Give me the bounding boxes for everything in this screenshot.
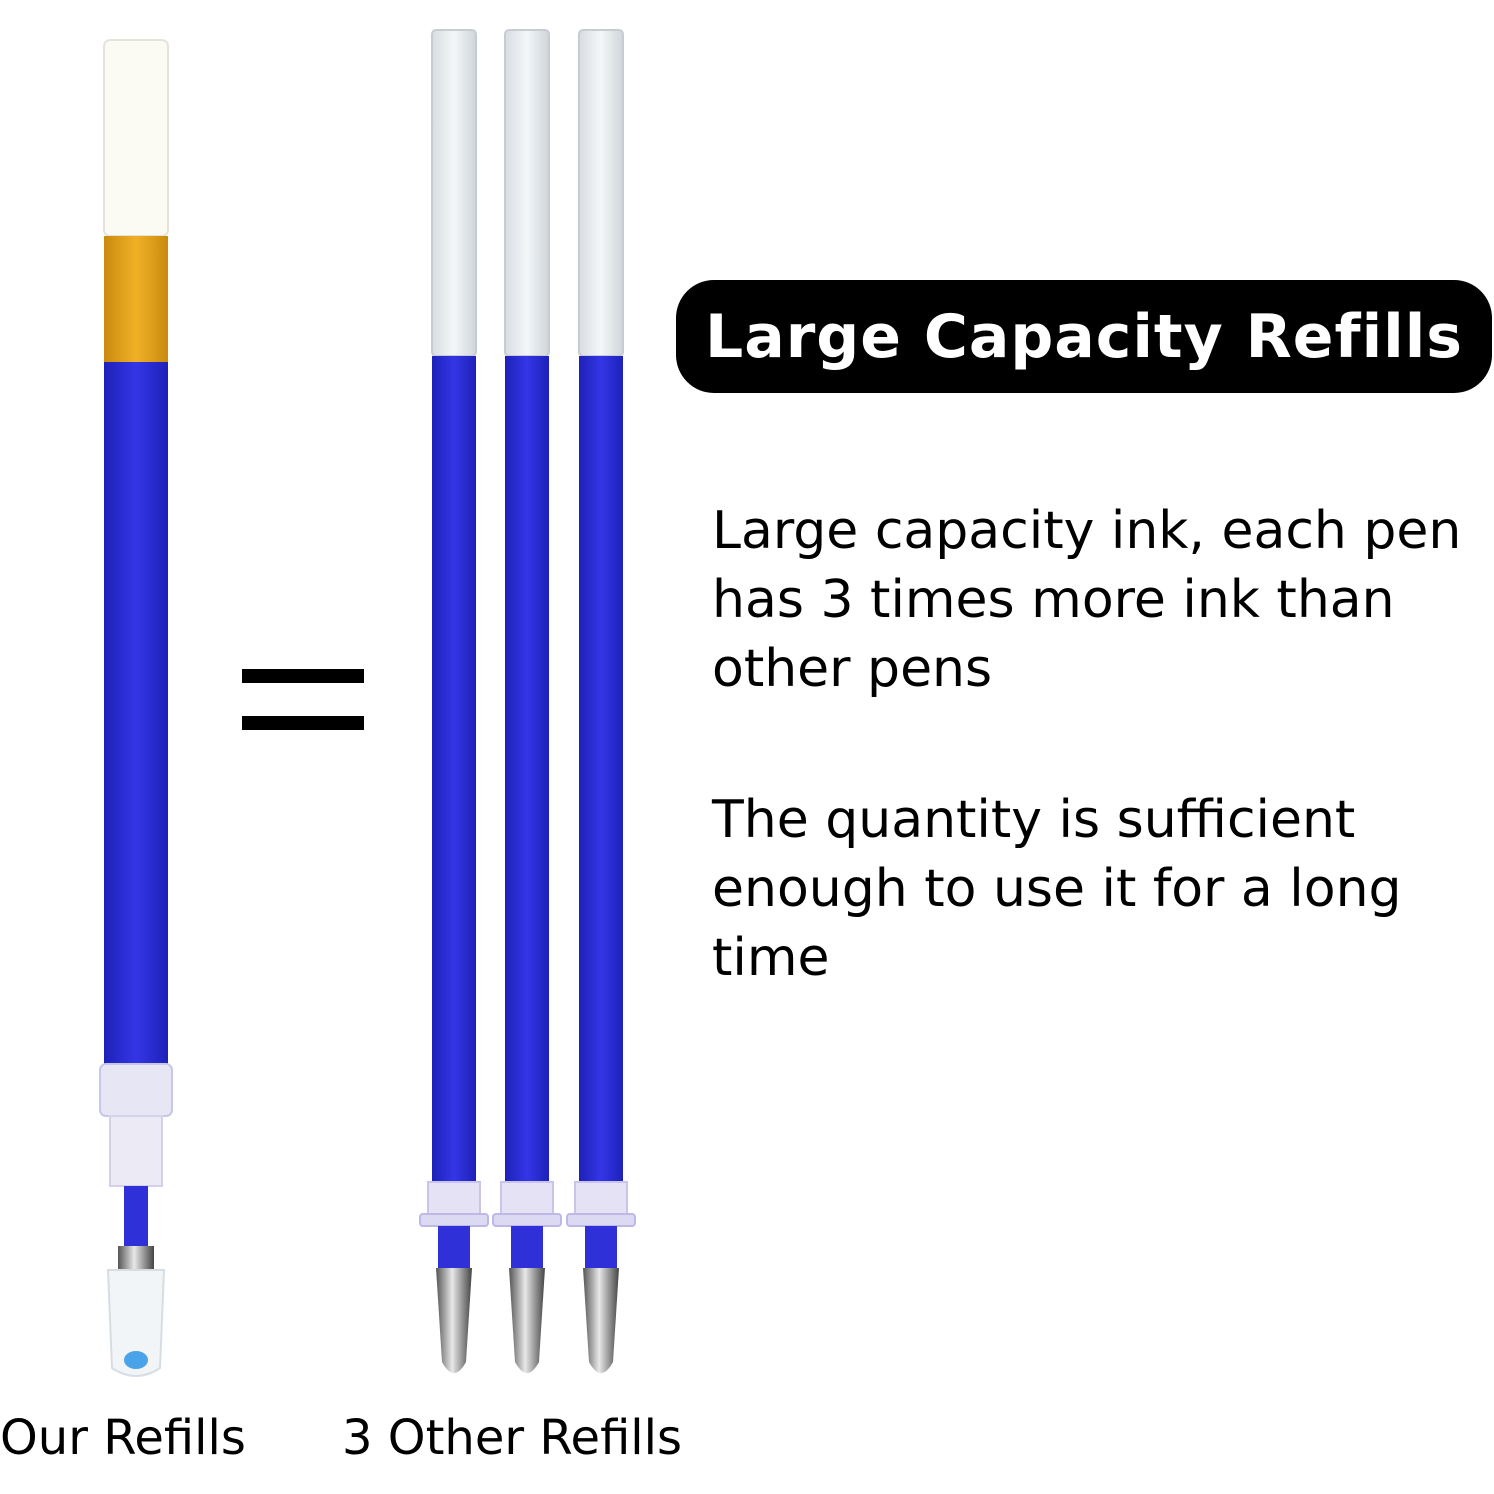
equals-sign-top-bar	[242, 669, 364, 683]
refill-flange	[492, 1213, 562, 1227]
refill-tip-tube	[438, 1226, 470, 1268]
refill-blue-ink	[104, 362, 168, 1064]
caption-other-refills: 3 Other Refills	[342, 1410, 682, 1466]
refill-flange	[566, 1213, 636, 1227]
refill-collar	[427, 1181, 481, 1217]
refill-blue-ink	[505, 356, 549, 1182]
refill-collar	[574, 1181, 628, 1217]
refill-cap	[103, 39, 169, 237]
headline-pill: Large Capacity Refills	[676, 280, 1492, 393]
other-refill-1	[419, 29, 489, 1373]
caption-our-refills: Our Refills	[0, 1410, 246, 1466]
our-refill	[99, 39, 173, 1377]
refill-neck	[109, 1115, 163, 1187]
refill-metal-tip	[583, 1268, 619, 1373]
other-refill-2	[492, 29, 562, 1373]
refill-metal-tip	[118, 1246, 154, 1270]
refill-collar	[99, 1063, 173, 1117]
capacity-description: Large capacity ink, each pen has 3 times…	[712, 501, 1462, 699]
refill-flange	[419, 1213, 489, 1227]
quantity-description: The quantity is sufficient enough to use…	[712, 790, 1402, 988]
refill-collar	[500, 1181, 554, 1217]
refill-tip-tube	[511, 1226, 543, 1268]
refill-ink-drop	[124, 1351, 148, 1369]
refill-tip-tube	[124, 1186, 148, 1246]
refill-cap	[578, 29, 624, 357]
equals-sign-bottom-bar	[242, 716, 364, 730]
refill-yellow-ink	[104, 236, 168, 362]
refill-metal-tip	[509, 1268, 545, 1373]
refill-blue-ink	[432, 356, 476, 1182]
refill-cap	[431, 29, 477, 357]
refill-tip-tube	[585, 1226, 617, 1268]
refill-cap	[504, 29, 550, 357]
other-refill-3	[566, 29, 636, 1373]
refill-metal-tip	[436, 1268, 472, 1373]
headline-text: Large Capacity Refills	[704, 301, 1464, 372]
refill-blue-ink	[579, 356, 623, 1182]
refill-tip-protector	[106, 1269, 166, 1377]
